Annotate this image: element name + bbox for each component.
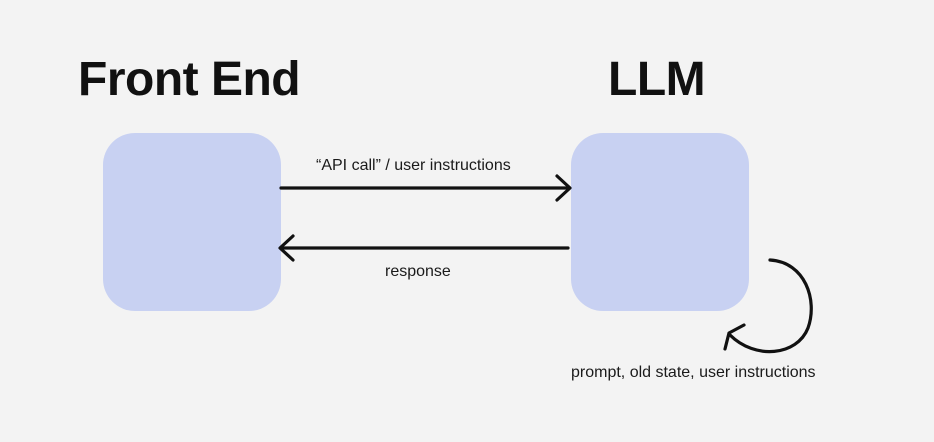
request-arrowhead-icon — [555, 174, 572, 202]
front-end-node — [103, 133, 281, 311]
request-label: “API call” / user instructions — [316, 157, 511, 174]
front-end-title: Front End — [78, 53, 301, 106]
llm-node — [571, 133, 749, 311]
llm-title: LLM — [608, 53, 706, 106]
self-loop-label: prompt, old state, user instructions — [571, 364, 816, 381]
response-label: response — [385, 263, 451, 280]
response-arrowhead-icon — [278, 234, 295, 262]
self-loop-arrowhead-icon — [723, 323, 746, 351]
